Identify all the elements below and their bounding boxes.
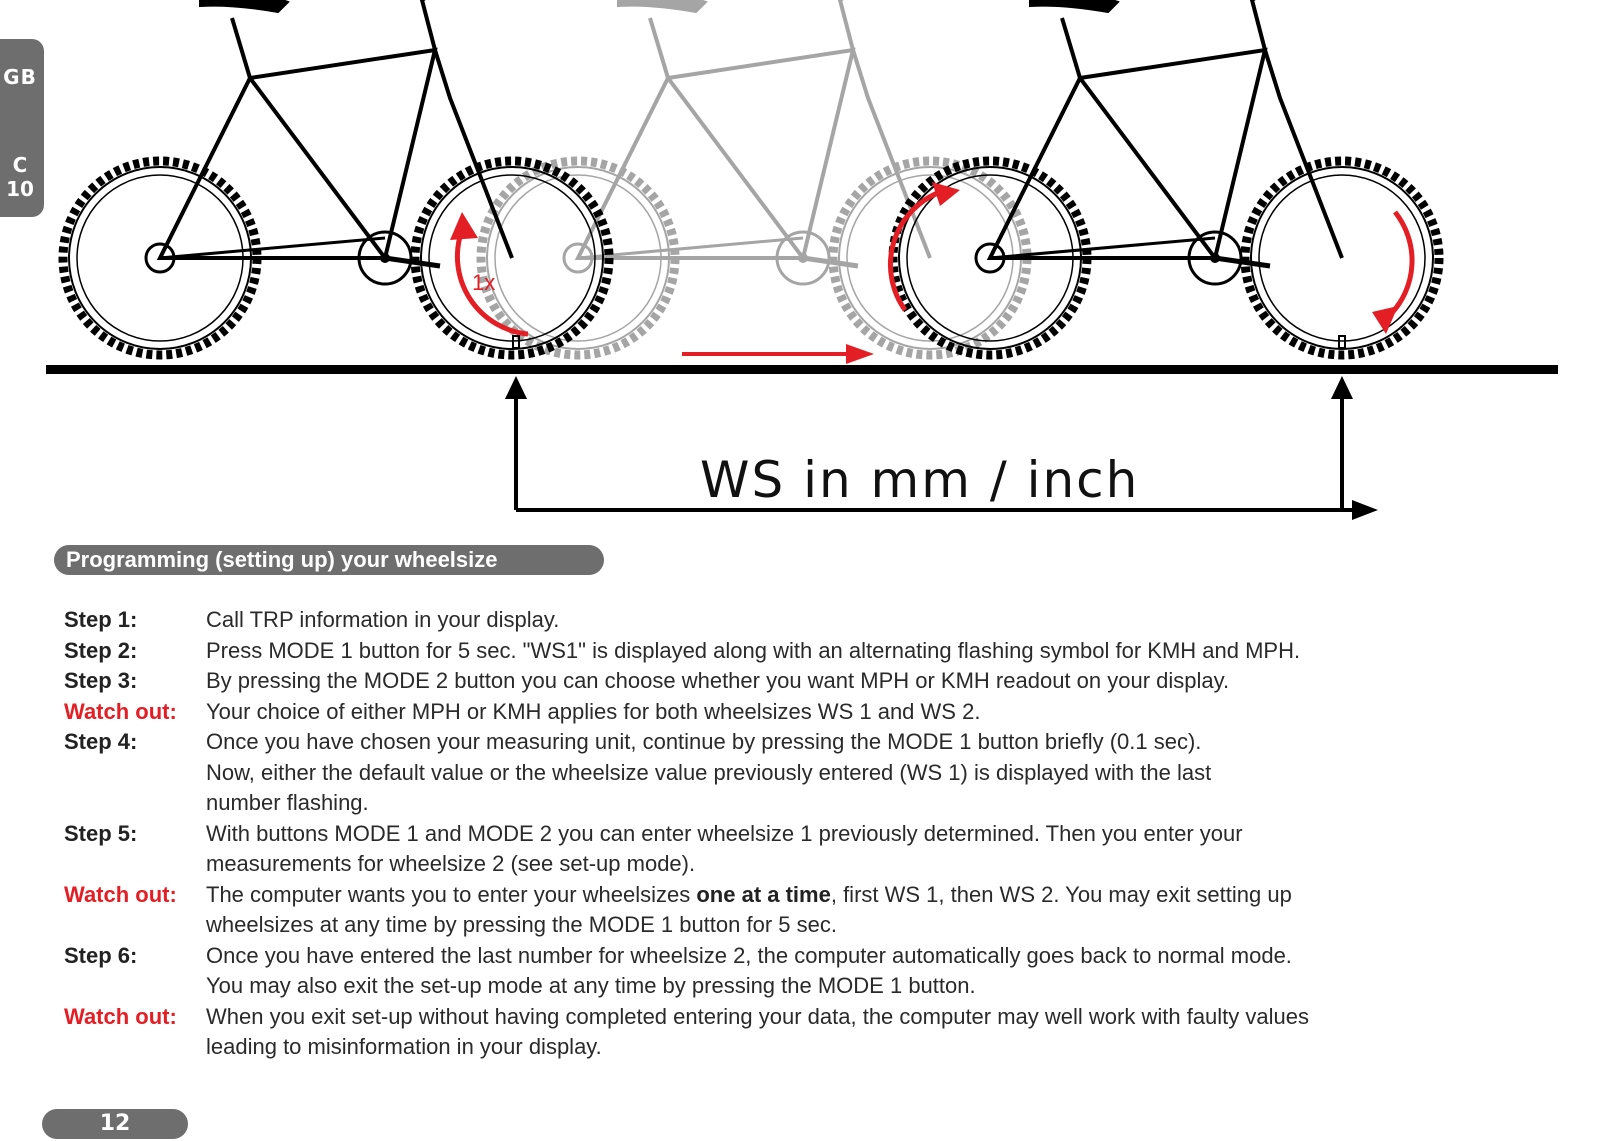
step-text: measurements for wheelsize 2 (see set-up… bbox=[206, 851, 696, 876]
step-text: With buttons MODE 1 and MODE 2 you can e… bbox=[206, 820, 1243, 846]
step-label: Step 2: bbox=[64, 637, 138, 663]
chapter-tab: GB C 10 bbox=[0, 39, 44, 217]
rotation-label: 1x bbox=[472, 270, 495, 295]
measure-label: WS in mm / inch bbox=[700, 451, 1139, 509]
warning-label: Watch out: bbox=[64, 1003, 177, 1029]
list-item: Step 4: Once you have chosen your measur… bbox=[64, 727, 1564, 819]
step-text: Press MODE 1 button for 5 sec. "WS1" is … bbox=[206, 637, 1301, 663]
step-text: When you exit set-up without having comp… bbox=[206, 1003, 1309, 1029]
wheelsize-measurement-figure: 1x WS in mm / inch bbox=[46, 0, 1558, 520]
step-label: Step 4: bbox=[64, 729, 138, 754]
warning-label: Watch out: bbox=[64, 698, 177, 724]
step-label: Step 5: bbox=[64, 820, 138, 846]
step-text: Once you have entered the last number fo… bbox=[206, 942, 1292, 968]
list-item: Step 2: Press MODE 1 button for 5 sec. "… bbox=[64, 636, 1564, 667]
list-item: Step 6: Once you have entered the last n… bbox=[64, 941, 1564, 1002]
step-label: Step 3: bbox=[64, 668, 138, 693]
rotation-arrow-icon bbox=[454, 229, 529, 337]
list-item: Step 1: Call TRP information in your dis… bbox=[64, 605, 1564, 636]
section-title: Programming (setting up) your wheelsize bbox=[54, 545, 604, 575]
language-code: GB bbox=[3, 65, 37, 89]
step-label: Step 1: bbox=[64, 607, 138, 632]
list-item: Watch out: Your choice of either MPH or … bbox=[64, 697, 1564, 728]
emphasis-text: one at a time bbox=[696, 881, 831, 907]
step-text: By pressing the MODE 2 button you can ch… bbox=[206, 668, 1230, 693]
step-text: You may also exit the set-up mode at any… bbox=[206, 973, 976, 998]
chapter-number: 10 bbox=[6, 177, 34, 201]
step-text: Now, either the default value or the whe… bbox=[206, 759, 1212, 785]
bicycle-icon bbox=[893, 0, 1439, 355]
list-item: Step 5: With buttons MODE 1 and MODE 2 y… bbox=[64, 819, 1564, 880]
rotation-arrow-icon bbox=[887, 189, 941, 312]
step-text: wheelsizes at any time by pressing the M… bbox=[206, 912, 837, 937]
step-text: leading to misinformation in your displa… bbox=[206, 1034, 602, 1059]
step-label: Step 6: bbox=[64, 942, 138, 968]
warning-label: Watch out: bbox=[64, 881, 177, 907]
step-text: number flashing. bbox=[206, 790, 369, 815]
direction-arrow-icon bbox=[682, 344, 874, 364]
valve-marker-icon bbox=[512, 335, 1346, 349]
step-text: The computer wants you to enter your whe… bbox=[206, 881, 1292, 907]
step-text: Your choice of either MPH or KMH applies… bbox=[206, 698, 981, 724]
step-text: Once you have chosen your measuring unit… bbox=[206, 729, 1202, 754]
list-item: Step 3: By pressing the MODE 2 button yo… bbox=[64, 666, 1564, 697]
list-item: Watch out: The computer wants you to ent… bbox=[64, 880, 1564, 941]
step-list: Step 1: Call TRP information in your dis… bbox=[64, 605, 1564, 1063]
chapter-letter: C bbox=[12, 153, 28, 177]
measure-arrow-icon bbox=[505, 376, 1378, 520]
list-item: Watch out: When you exit set-up without … bbox=[64, 1002, 1564, 1063]
step-text: Call TRP information in your display. bbox=[206, 607, 560, 632]
page-number: 12 bbox=[42, 1109, 188, 1139]
ground-line bbox=[46, 365, 1558, 374]
rotation-arrow-icon bbox=[1388, 210, 1415, 317]
